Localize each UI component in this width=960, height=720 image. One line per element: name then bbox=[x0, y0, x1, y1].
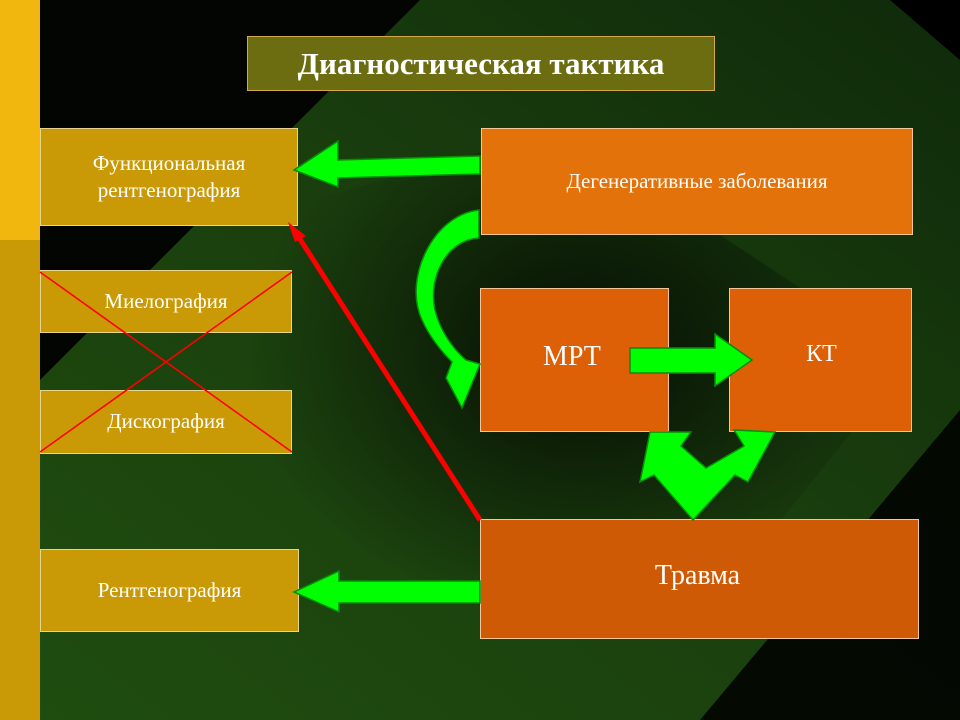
slide-title: Диагностическая тактика bbox=[247, 36, 715, 91]
xray-box: Рентгенография bbox=[40, 549, 299, 632]
xray-label: Рентгенография bbox=[97, 577, 242, 602]
trauma-label: Травма bbox=[654, 559, 741, 591]
degenerative-box: Дегенеративные заболевания bbox=[481, 128, 913, 235]
ct-label: КТ bbox=[806, 341, 837, 368]
discography-label: Дискография bbox=[107, 409, 225, 434]
myelography-label: Миелография bbox=[104, 288, 228, 313]
ct-box: КТ bbox=[729, 288, 912, 432]
myelography-box: Миелография bbox=[40, 270, 292, 333]
degenerative-label: Дегенеративные заболевания bbox=[566, 168, 828, 193]
functional-xray-box: Функциональная рентгенография bbox=[40, 128, 298, 226]
discography-box: Дискография bbox=[40, 390, 292, 454]
trauma-box: Травма bbox=[480, 519, 919, 639]
functional-xray-label: Функциональная рентгенография bbox=[92, 150, 246, 202]
mri-box: МРТ bbox=[480, 288, 669, 432]
mri-label: МРТ bbox=[543, 340, 601, 372]
